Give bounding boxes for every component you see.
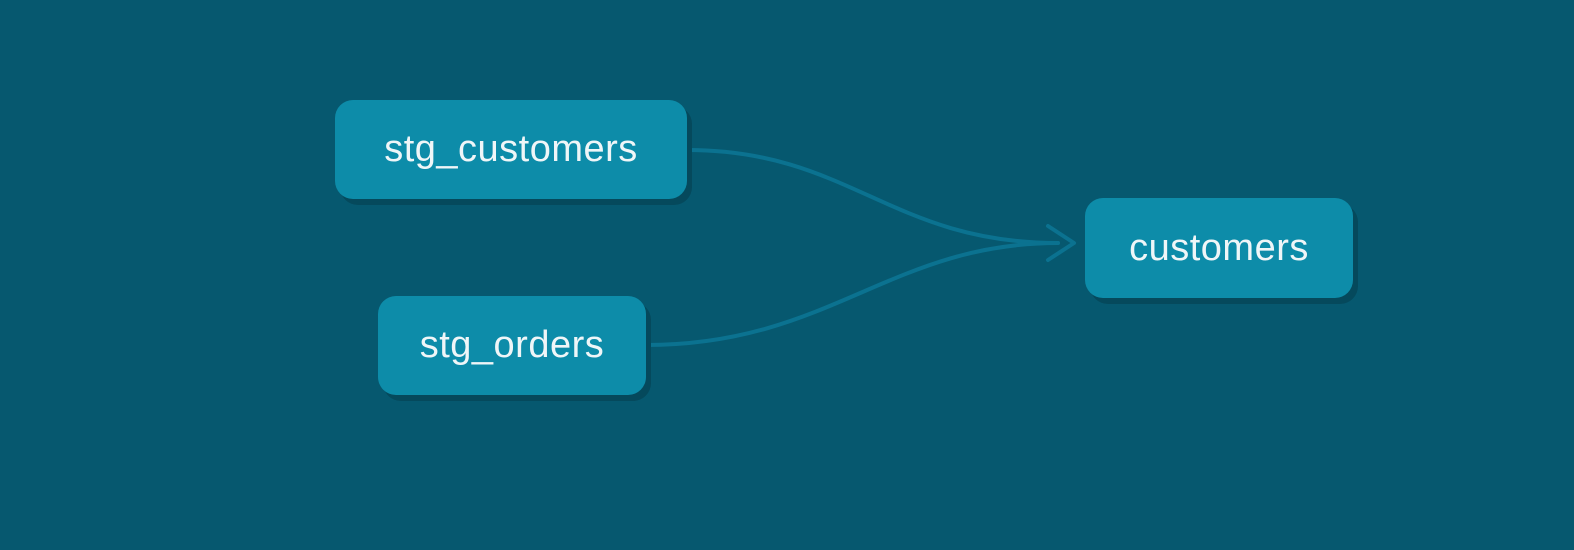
node-stg-orders-label: stg_orders (419, 324, 605, 366)
node-stg-customers[interactable]: stg_customers (335, 100, 687, 199)
node-customers[interactable]: customers (1085, 198, 1353, 298)
node-stg-customers-label: stg_customers (384, 128, 638, 170)
node-customers-label: customers (1129, 226, 1309, 269)
arrowhead-icon (1046, 224, 1076, 262)
node-stg-orders[interactable]: stg_orders (378, 296, 646, 395)
edge-stg-customers-to-customers (685, 148, 1060, 245)
edge-stg-orders-to-customers (644, 241, 1060, 347)
